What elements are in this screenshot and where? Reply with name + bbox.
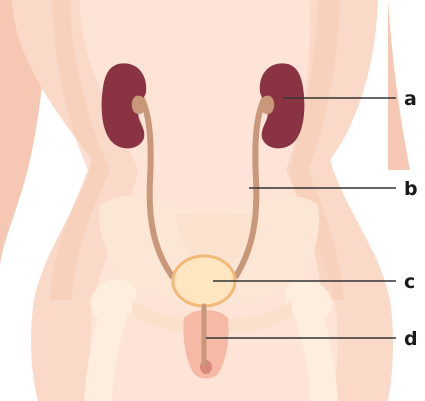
label-b: b bbox=[404, 178, 418, 200]
label-c: c bbox=[404, 271, 415, 293]
label-d: d bbox=[404, 328, 418, 350]
label-a: a bbox=[404, 88, 417, 110]
